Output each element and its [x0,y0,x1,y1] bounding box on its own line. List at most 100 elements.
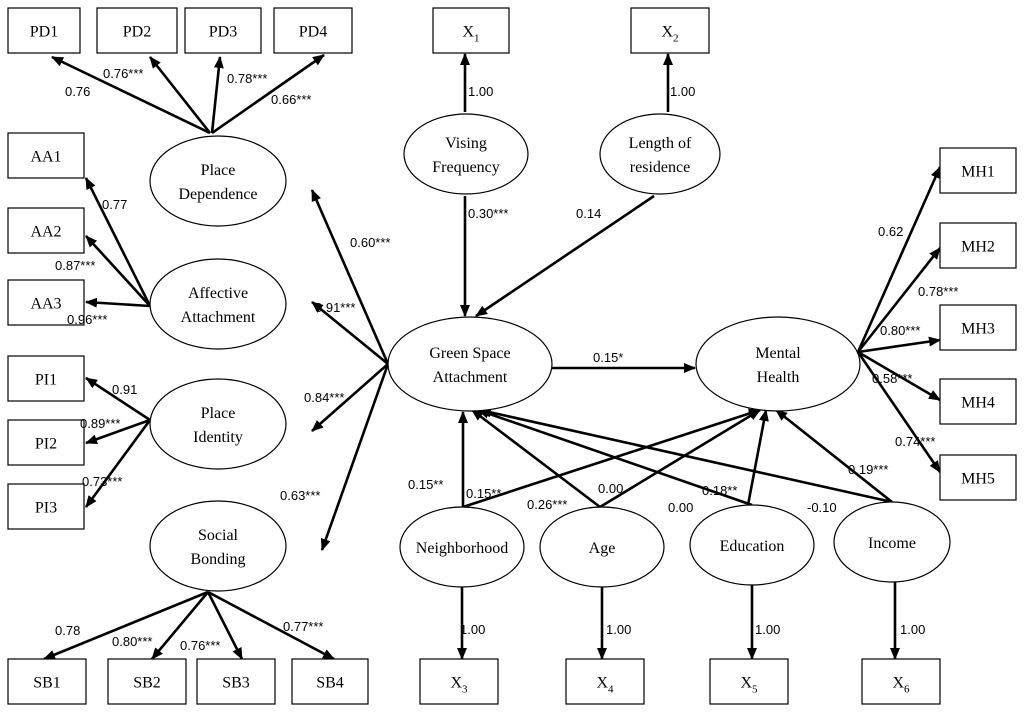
edge-place-identity-to-pi3 [84,419,152,508]
edge-label-mental-health-to-mh1: 0.62 [878,224,903,239]
edges-layer [43,53,942,661]
edge-social-bonding-to-sb2 [151,591,209,660]
edge-education-to-mental-health [746,409,769,506]
node-label-place-identity-line-2: Identity [193,429,243,446]
node-ellipse-place-dependence [149,135,287,227]
edge-place-dependence-to-pd2 [148,56,212,134]
node-pd2: PD2 [96,7,178,54]
node-label-pd3: PD3 [209,24,237,41]
node-box-x5 [709,658,789,705]
edge-label-neighborhood-to-green-space-attachment: 0.15** [408,477,443,492]
node-label-mental-health-line-1: Mental [755,345,801,362]
edge-label-affective-attachment-to-aa1: 0.77 [102,197,127,212]
edge-length-of-residence-to-green-space-attachment [475,194,655,318]
node-box-pd2 [96,7,178,54]
node-label-pd4: PD4 [299,24,327,41]
edge-label-social-bonding-to-sb1: 0.78 [55,623,80,638]
node-ellipse-green-space-attachment [387,316,553,412]
edge-label-place-dependence-to-pd1: 0.76 [65,84,90,99]
node-label-length-of-residence-line-2: residence [630,159,690,176]
node-subscript-x4: 4 [608,684,614,696]
node-label-green-space-attachment-line-2: Attachment [433,369,508,386]
edge-mental-health-to-mh5 [856,351,942,473]
node-label-pi3: PI3 [35,500,57,517]
node-label-mh5: MH5 [961,471,995,488]
node-box-pd1 [7,7,81,54]
node-pd3: PD3 [184,7,262,54]
edge-label-income-to-mental-health: 0.19*** [848,462,888,477]
edge-mental-health-to-mh1 [856,166,942,353]
edge-label-visiting-frequency-to-green-space-attachment: 0.30*** [468,206,508,221]
node-pi3: PI3 [7,483,85,530]
node-mh2: MH2 [939,222,1017,269]
edge-label-green-space-attachment-to-affective-attachment: 0.91*** [315,300,355,315]
edge-label-social-bonding-to-sb4: 0.77*** [283,619,323,634]
edge-label-education-to-mental-health: 0.18** [702,483,737,498]
edge-labels-layer: 0.760.76***0.78***0.66***0.770.87***0.96… [55,66,958,653]
node-box-aa2 [7,207,85,254]
edge-social-bonding-to-sb3 [206,591,244,660]
edge-label-neighborhood-to-x3: 1.00 [460,622,485,637]
node-box-sb2 [107,658,187,705]
node-x6: X6 [861,658,941,705]
edge-label-income-to-x6: 1.00 [900,622,925,637]
edge-mental-health-to-mh2 [856,247,942,353]
node-label-sb4: SB4 [316,675,344,692]
node-neighborhood: Neighborhood [399,506,525,588]
edge-label-green-space-attachment-to-mental-health: 0.15* [593,350,623,365]
edge-label-green-space-attachment-to-place-identity: 0.84*** [304,390,344,405]
node-mh1: MH1 [939,147,1017,194]
edge-label-place-identity-to-pi2: 0.89*** [80,416,120,431]
node-box-x1 [432,7,510,54]
edge-label-place-identity-to-pi3: 0.73*** [82,474,122,489]
edge-social-bonding-to-sb4 [207,590,335,661]
edge-label-place-dependence-to-pd3: 0.78*** [227,71,267,86]
node-label-mh3: MH3 [961,321,995,338]
edge-label-green-space-attachment-to-place-dependence: 0.60*** [350,235,390,250]
node-box-mh5 [939,454,1017,501]
edge-age-to-green-space-attachment [471,408,601,509]
node-aa3: AA3 [7,279,85,326]
node-label-place-identity-line-1: Place [201,405,236,422]
edge-label-age-to-green-space-attachment: 0.26*** [527,497,567,512]
edge-label-age-to-x4: 1.00 [606,622,631,637]
node-sb4: SB4 [291,658,369,705]
node-ellipse-social-bonding [149,500,287,592]
edge-affective-attachment-to-aa3 [85,297,151,308]
node-box-pd4 [273,7,353,54]
node-label-sb2: SB2 [133,675,161,692]
node-x3: X3 [419,658,499,705]
node-label-green-space-attachment-line-1: Green Space [429,345,510,362]
edge-label-length-of-residence-to-green-space-attachment: 0.14 [576,206,601,221]
edge-green-space-attachment-to-place-dependence [310,189,390,365]
node-pd4: PD4 [273,7,353,54]
edge-label-length-of-residence-to-x2: 1.00 [670,84,695,99]
edge-label-place-identity-to-pi1: 0.91 [112,382,137,397]
node-x2: X2 [630,7,710,54]
node-ellipse-visiting-frequency [403,113,529,195]
edge-label-mental-health-to-mh3: 0.80*** [880,323,920,338]
node-sb3: SB3 [196,658,276,705]
node-ellipse-affective-attachment [149,258,287,350]
node-pi2: PI2 [7,419,85,466]
node-label-pi1: PI1 [35,372,57,389]
edge-label-education-to-green-space-attachment: 0.00 [668,500,693,515]
node-label-mh1: MH1 [961,164,995,181]
node-age: Age [539,506,665,588]
node-box-mh1 [939,147,1017,194]
node-label-income: Income [868,535,916,552]
node-box-sb4 [291,658,369,705]
node-income: Income [833,501,951,583]
edge-mental-health-to-mh3 [857,336,941,354]
node-label-affective-attachment-line-1: Affective [188,285,248,302]
edge-label-affective-attachment-to-aa3: 0.96*** [67,312,107,327]
node-box-sb1 [7,658,87,705]
node-label-aa3: AA3 [30,296,61,313]
node-x4: X4 [565,658,645,705]
edge-place-dependence-to-pd4 [211,53,325,135]
node-label-age: Age [589,540,616,557]
